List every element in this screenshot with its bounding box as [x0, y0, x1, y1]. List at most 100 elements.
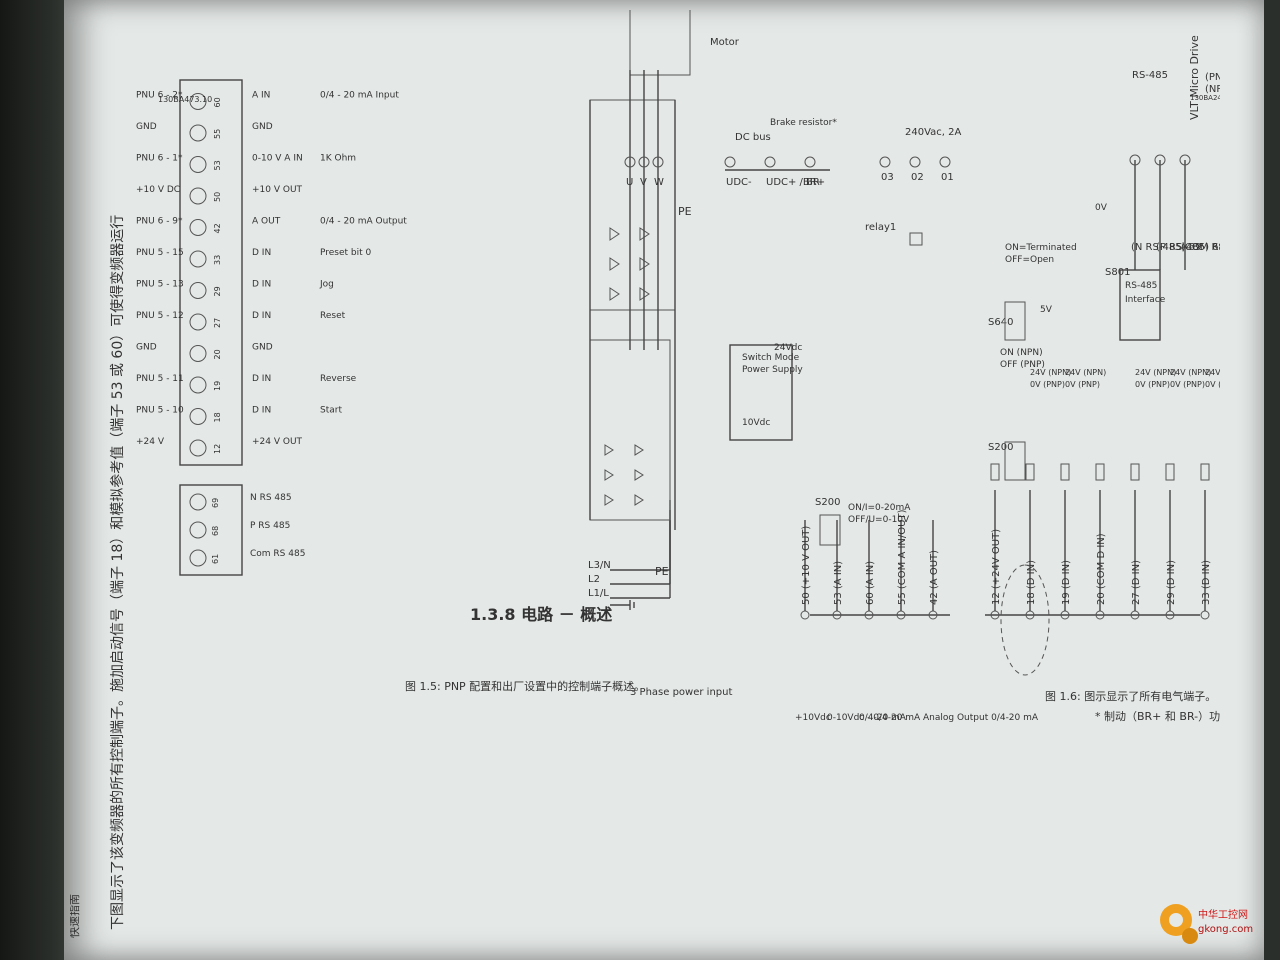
rs485-terminal-screw — [1154, 154, 1166, 166]
terminal-number: 29 — [213, 286, 222, 296]
manual-page: 快速指南 VLT Micro Drive 下图显示了该变频器的所有控制端子。施加… — [70, 10, 1220, 950]
diode-icon — [634, 444, 644, 456]
motor-terminal-label: U — [626, 177, 633, 188]
watermark-site: 中华工控网 — [1198, 908, 1248, 921]
npn-legend: (NPN) = Sink — [1205, 84, 1220, 95]
motor-terminal-label: V — [640, 177, 647, 188]
terminal-parameter: GND — [136, 122, 157, 132]
rs485-line-label: (COM RS-485) 61 — [1181, 242, 1220, 253]
rs485-line-label: (N RS-485) 69 — [1131, 242, 1201, 253]
terminal-parameter: GND — [136, 343, 157, 353]
header-right-fragment: VLT Micro Drive — [1188, 35, 1201, 120]
terminal-parameter: PNU 6 - 1* — [136, 154, 183, 164]
terminal-wiring-label: Preset bit 0 — [320, 248, 372, 258]
terminal-screw-icon — [189, 439, 207, 457]
digital-terminal-label: 19 (D IN) — [1061, 560, 1072, 605]
input-resistor — [1200, 463, 1210, 481]
rs485-terminal-number: 68 — [211, 526, 220, 536]
terminal-function: D IN — [252, 280, 271, 290]
s200-mid-on: ON (NPN) — [1000, 348, 1043, 358]
pnp-supply-label: 0V (PNP) — [1170, 380, 1205, 389]
dc-terminal-screw — [724, 156, 736, 168]
terminal-parameter: PNU 6 - 2* — [136, 91, 183, 101]
mains-terminal-label: L1/L — [588, 588, 609, 599]
analog-terminal-screw — [800, 610, 810, 620]
relay-terminal-screw — [879, 156, 891, 168]
digital-terminal-label: 20 (COM D IN) — [1096, 533, 1107, 605]
terminal-function: GND — [252, 343, 273, 353]
rs485-interface-box — [1119, 269, 1161, 341]
s200-top-label: S200 — [815, 497, 840, 508]
motor-terminal-screw — [638, 156, 650, 168]
digital-terminal-label: 12 (+24V OUT) — [991, 529, 1002, 605]
rs485-terminal-screw — [1179, 154, 1191, 166]
brake-resistor-label: Brake resistor* — [770, 118, 837, 128]
s640-on: ON=Terminated — [1005, 243, 1077, 253]
diode-icon — [604, 469, 614, 481]
smps-10v: 10Vdc — [742, 418, 770, 428]
dc-terminal-label: UDC- — [726, 177, 752, 188]
smps-24v: 24Vdc — [774, 343, 802, 353]
analog-terminal-note: 0-10Vdc - 0/4-20 mA — [827, 713, 921, 723]
terminal-screw-icon — [189, 187, 207, 205]
terminal-function: A OUT — [252, 217, 281, 227]
terminal-number: 33 — [213, 255, 222, 265]
s200-top-off: OFF/U=0-10V — [848, 515, 910, 525]
fig1-caption: 图 1.5: PNP 配置和出厂设置中的控制端子概述。 — [405, 679, 645, 693]
analog-terminal-label: 50 (+10 V OUT) — [801, 526, 812, 605]
terminal-number: 19 — [213, 381, 222, 391]
relay-spec-label: 240Vac, 2A — [905, 127, 961, 138]
terminal-parameter: PNU 5 - 11 — [136, 374, 184, 384]
igbt-icon — [609, 287, 620, 301]
terminal-function: D IN — [252, 406, 271, 416]
s200-mid-switch — [1004, 441, 1026, 481]
digital-terminal-screw — [1200, 610, 1210, 620]
terminal-function: 0-10 V A IN — [252, 154, 303, 164]
pnp-supply-label: 0V (PNP) — [1135, 380, 1170, 389]
power-input-label: 3 Phase power input — [630, 687, 732, 698]
smps-line-1: Switch Mode — [742, 353, 800, 363]
dc-terminal-screw — [764, 156, 776, 168]
header-fragment: 快速指南 — [70, 894, 81, 938]
terminal-screw-icon — [189, 376, 207, 394]
terminal-number: 12 — [213, 444, 222, 454]
analog-terminal-note: Analog Output 0/4-20 mA — [923, 713, 1039, 723]
intro-line: 下图显示了该变频器的所有控制端子。施加启动信号（端子 18）和模拟参考值（端子 … — [109, 215, 126, 930]
npn-supply-label: 24V (NPN) — [1170, 368, 1211, 377]
terminal-wiring-label: 1K Ohm — [320, 154, 356, 164]
s640-switch — [1004, 301, 1026, 341]
rs485-terminal-number: 69 — [211, 498, 220, 508]
igbt-icon — [609, 257, 620, 271]
npn-supply-label: 24V (NPN) — [1030, 368, 1071, 377]
terminal-screw-icon — [189, 549, 207, 567]
smps-box — [729, 344, 793, 441]
pnp-legend: (PNP) = Source — [1205, 72, 1220, 83]
rs485-interface-1: RS-485 — [1125, 281, 1157, 291]
relay-terminal-label: 03 — [881, 172, 894, 183]
footnote: * 制动（BR+ 和 BR-）功能不适用于机架 M1。 — [1095, 709, 1220, 723]
terminal-function: A IN — [252, 91, 270, 101]
terminal-screw-icon — [189, 156, 207, 173]
dc-bus-label: DC bus — [735, 132, 771, 143]
s640-off: OFF=Open — [1005, 255, 1054, 265]
npn-supply-label: 24V (NPN) — [1065, 368, 1106, 377]
terminal-number: 42 — [213, 223, 222, 233]
terminal-screw-icon — [189, 282, 207, 299]
dc-terminal-label: UDC+ /BR+ — [766, 177, 825, 188]
terminal-screw-icon — [189, 521, 207, 539]
s200-mid-label: S200 — [988, 442, 1013, 453]
terminal-function: D IN — [252, 374, 271, 384]
zero-v-label: 0V — [1095, 203, 1108, 213]
input-resistor — [1165, 463, 1175, 481]
analog-terminal-label: 55 (COM A IN/OUT) — [897, 509, 908, 605]
terminal-number: 50 — [213, 192, 222, 202]
motor-pe-label: PE — [678, 205, 692, 218]
mains-terminal-label: L3/N — [588, 560, 611, 571]
s200-top-on: ON/I=0-20mA — [848, 503, 911, 513]
npn-supply-label: 24V (NPN) — [1135, 368, 1176, 377]
terminal-screw-icon — [189, 219, 207, 236]
terminal-parameter: PNU 5 - 15 — [136, 248, 184, 258]
input-resistor — [1025, 463, 1035, 481]
